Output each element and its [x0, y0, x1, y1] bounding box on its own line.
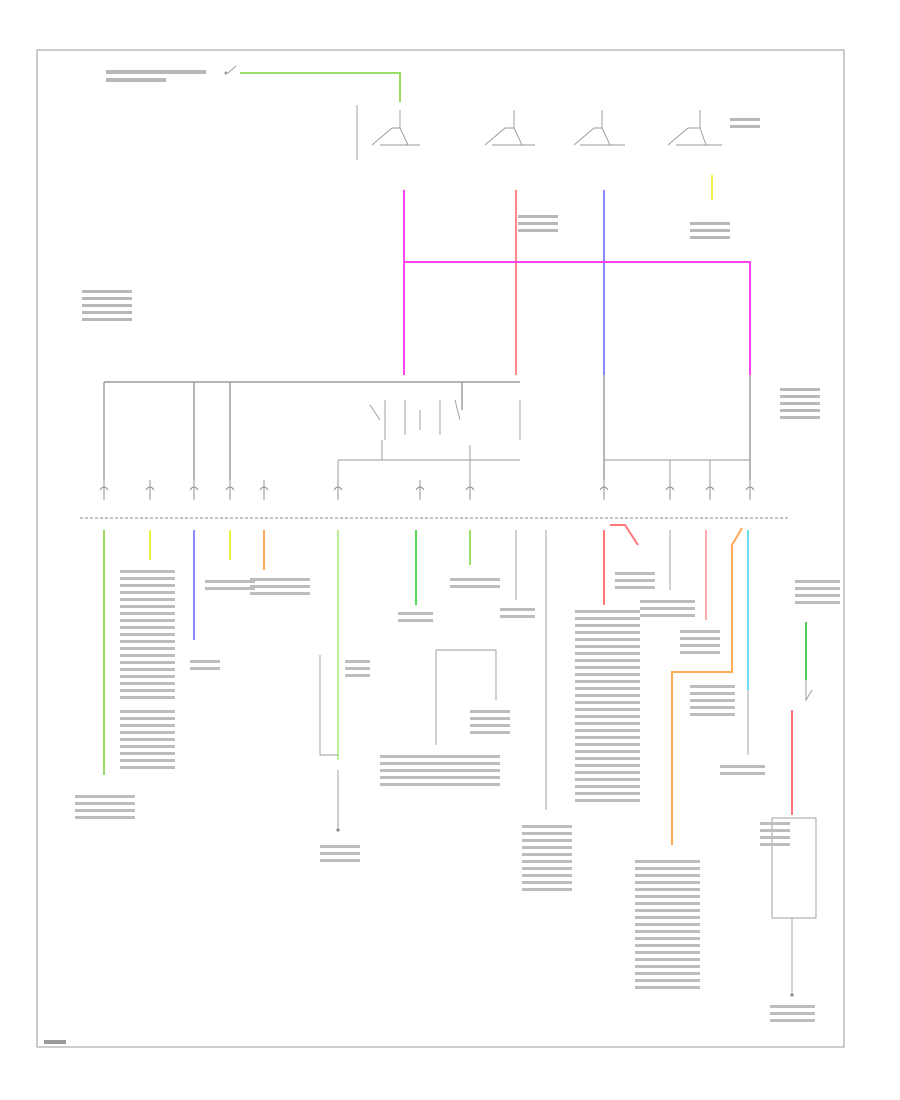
- lower-label-columns: [75, 570, 840, 1022]
- diagram-frame: [36, 49, 845, 1048]
- label-blocks: [82, 70, 820, 419]
- top-green-wire: [240, 72, 401, 102]
- relay-block: [337, 399, 521, 480]
- connector-box: [771, 817, 817, 919]
- wire-red-branch: [610, 524, 639, 546]
- left-bracket: [319, 655, 338, 756]
- wire-pink-horizontal: [404, 261, 751, 375]
- upper-switches: [371, 110, 722, 146]
- top-switch-group: [224, 65, 401, 160]
- footer-code-mark: [44, 1040, 66, 1044]
- fuse-row: [99, 480, 755, 500]
- wire-orange-2: [671, 527, 743, 845]
